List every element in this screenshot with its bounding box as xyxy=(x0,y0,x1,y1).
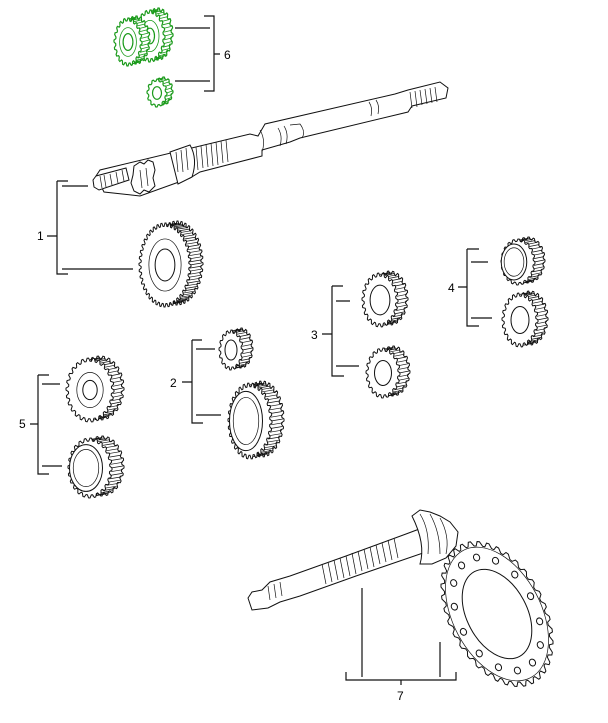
gear-1-large[interactable] xyxy=(138,220,204,308)
gear-4-lower[interactable] xyxy=(501,290,549,348)
bolt-hole xyxy=(494,663,503,672)
bolt-hole xyxy=(457,561,466,570)
bolt-hole xyxy=(450,579,458,587)
callout-label-1: 1 xyxy=(37,229,44,243)
gear-2-large[interactable] xyxy=(227,380,285,460)
pinion-shaft[interactable] xyxy=(247,509,459,611)
callout-group-3[interactable]: 3 xyxy=(311,270,411,399)
ring-gear[interactable] xyxy=(418,523,576,706)
leader-line-1 xyxy=(47,180,133,275)
bolt-hole xyxy=(472,553,481,562)
gear-3-lower[interactable] xyxy=(365,345,411,399)
leader-line-7 xyxy=(345,588,457,685)
gear-4-upper[interactable] xyxy=(500,236,546,286)
callout-label-4: 4 xyxy=(448,281,455,295)
callout-label-2: 2 xyxy=(170,376,177,390)
gear-6-pair[interactable] xyxy=(113,7,174,67)
gear-2-small[interactable] xyxy=(218,327,254,371)
gear-3-upper[interactable] xyxy=(361,270,409,328)
gear-5-upper[interactable] xyxy=(65,355,125,423)
callout-label-5: 5 xyxy=(19,417,26,431)
bolt-hole xyxy=(450,602,458,611)
bolt-hole xyxy=(513,666,522,675)
bolt-hole xyxy=(459,627,468,636)
leader-line-3 xyxy=(322,285,359,377)
gear-6-small[interactable] xyxy=(146,76,174,108)
bolt-hole xyxy=(475,649,483,658)
callout-group-5[interactable]: 5 xyxy=(19,355,125,499)
callout-label-3: 3 xyxy=(311,328,318,342)
input-shaft[interactable] xyxy=(92,81,449,197)
callout-group-2[interactable]: 2 xyxy=(170,327,285,460)
leader-line-5 xyxy=(30,374,62,475)
bolt-hole xyxy=(491,556,500,565)
bolt-hole xyxy=(536,641,544,649)
callout-group-4[interactable]: 4 xyxy=(448,236,549,348)
callout-group-6[interactable]: 6 xyxy=(113,7,231,108)
bolt-hole xyxy=(536,617,544,626)
leader-line-2 xyxy=(182,339,221,424)
bolt-hole xyxy=(511,570,519,579)
gear-5-lower[interactable] xyxy=(67,435,125,499)
bolt-hole xyxy=(526,592,535,601)
callout-group-1[interactable]: 1 xyxy=(37,180,204,308)
bolt-hole xyxy=(528,658,537,667)
callout-label-7: 7 xyxy=(397,689,404,703)
leader-line-4 xyxy=(458,248,492,327)
callout-group-7[interactable]: 7 xyxy=(247,509,576,706)
callout-label-6: 6 xyxy=(224,48,231,62)
leader-line-6 xyxy=(175,15,220,92)
